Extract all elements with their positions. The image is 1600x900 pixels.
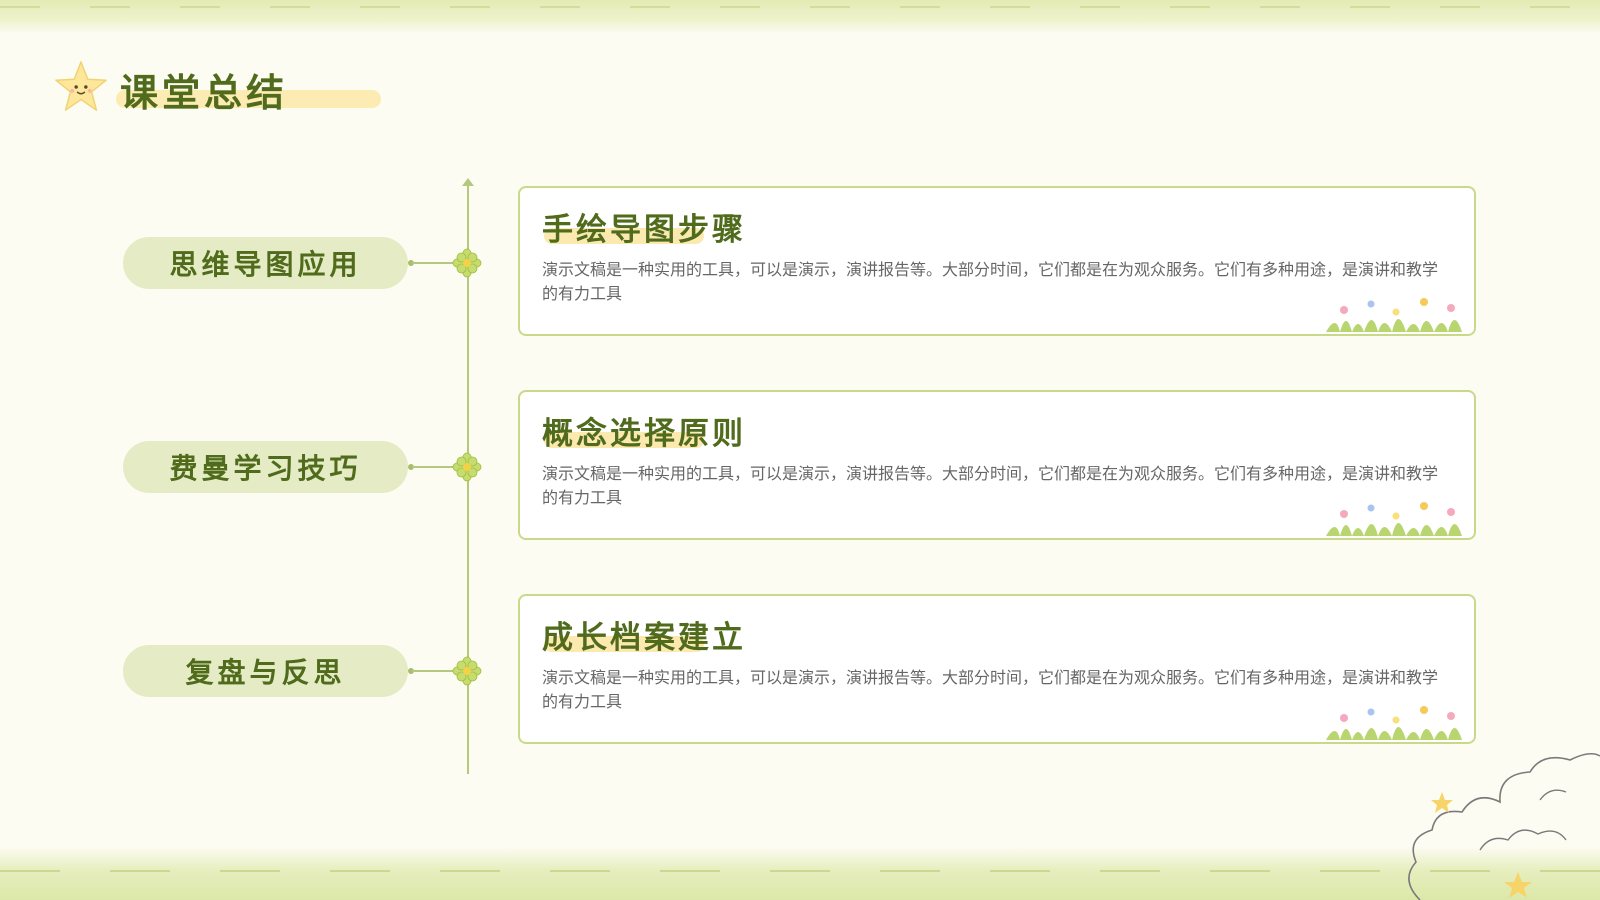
card-title-highlight bbox=[544, 636, 704, 652]
topic-label: 思维导图应用 bbox=[169, 248, 362, 281]
card-title-highlight bbox=[544, 228, 704, 244]
card-title: 概念选择原则 bbox=[542, 416, 746, 452]
info-card-1: 手绘导图步骤 演示文稿是一种实用的工具，可以是演示，演讲报告等。大部分时间，它们… bbox=[518, 186, 1476, 336]
grass-flowers-icon bbox=[1326, 298, 1462, 332]
connector-line bbox=[412, 262, 458, 264]
page-title: 课堂总结 bbox=[120, 71, 289, 115]
card-body: 演示文稿是一种实用的工具，可以是演示，演讲报告等。大部分时间，它们都是在为观众服… bbox=[542, 260, 1439, 303]
topic-pill-1: 思维导图应用 bbox=[123, 237, 408, 289]
topic-label: 费曼学习技巧 bbox=[169, 452, 362, 485]
topic-label: 复盘与反思 bbox=[185, 656, 346, 689]
connector-dot bbox=[408, 668, 414, 674]
info-card-3: 成长档案建立 演示文稿是一种实用的工具，可以是演示，演讲报告等。大部分时间，它们… bbox=[518, 594, 1476, 744]
grass-flowers-icon bbox=[1326, 502, 1462, 536]
flower-icon bbox=[452, 248, 482, 278]
flower-icon bbox=[452, 452, 482, 482]
bottom-decoration bbox=[0, 846, 1600, 900]
card-title: 成长档案建立 bbox=[542, 620, 746, 656]
connector-line bbox=[412, 466, 458, 468]
grass-flowers-icon bbox=[1326, 706, 1462, 740]
cloud-doodle-icon bbox=[1408, 752, 1600, 900]
card-body: 演示文稿是一种实用的工具，可以是演示，演讲报告等。大部分时间，它们都是在为观众服… bbox=[542, 464, 1439, 507]
info-card-2: 概念选择原则 演示文稿是一种实用的工具，可以是演示，演讲报告等。大部分时间，它们… bbox=[518, 390, 1476, 540]
topic-pill-2: 费曼学习技巧 bbox=[123, 441, 408, 493]
title-highlight bbox=[116, 90, 381, 108]
connector-line bbox=[412, 670, 458, 672]
connector-dot bbox=[408, 260, 414, 266]
star-mascot-icon bbox=[55, 61, 107, 111]
flower-icon bbox=[452, 656, 482, 686]
topic-pill-3: 复盘与反思 bbox=[123, 645, 408, 697]
title-block: 课堂总结 bbox=[52, 58, 381, 118]
top-decoration bbox=[0, 0, 1600, 34]
card-title: 手绘导图步骤 bbox=[542, 212, 746, 248]
card-body: 演示文稿是一种实用的工具，可以是演示，演讲报告等。大部分时间，它们都是在为观众服… bbox=[542, 668, 1439, 711]
card-title-highlight bbox=[544, 432, 704, 448]
connector-dot bbox=[408, 464, 414, 470]
